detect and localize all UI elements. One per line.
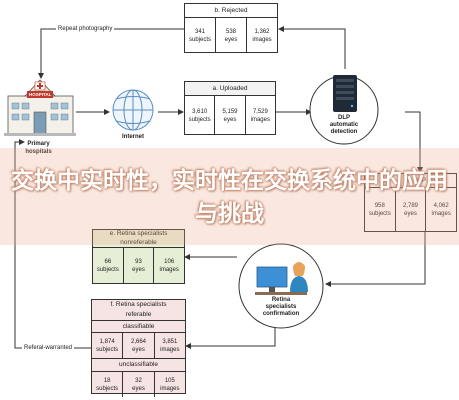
rejected-subjects-unit: subjects: [188, 36, 211, 43]
classifiable-subjects-unit: subjects: [96, 346, 119, 353]
dlp-result-eyes-unit: eyes: [404, 211, 417, 217]
dlp-result-subjects-unit: subjects: [368, 211, 391, 217]
classifiable-eyes-value: 2,664: [130, 338, 146, 345]
flow-line-dlp-to-result: [405, 111, 423, 173]
nonreferable-subjects-unit: subjects: [96, 266, 119, 273]
uploaded-subjects: 3,610 subjects: [185, 96, 216, 135]
dlp-result-images-value: 4,062: [433, 203, 449, 209]
rejected-subjects-value: 341: [194, 28, 205, 35]
dlp-label: DLP automatic detection: [329, 115, 359, 135]
flow-line-confirmation-to-referable: [185, 323, 276, 349]
uploaded-eyes-unit: eyes: [223, 116, 237, 123]
nonreferable-box: e. Retina specialists nonreferable 66 su…: [92, 229, 185, 284]
dlp-result-box: c. DLP 958 subjects 2,789 eyes 4,062 ima…: [364, 173, 457, 232]
flow-line-result-to-confirmation: [325, 232, 426, 287]
unclassifiable-eyes-value: 32: [135, 377, 142, 384]
unclassifiable-images-unit: images: [160, 385, 180, 392]
classifiable-eyes: 2,664 eyes: [123, 333, 155, 358]
hospital-sign: HOSPITAL: [29, 92, 52, 97]
rejected-images: 1,362 images: [247, 18, 277, 53]
classifiable-subjects-value: 1,874: [99, 338, 115, 345]
unclassifiable-eyes: 32 eyes: [123, 372, 155, 397]
unclassifiable-images-value: 105: [164, 377, 175, 384]
primary-hospitals-label: Primary hospitals: [25, 141, 52, 155]
classifiable-images-unit: images: [160, 346, 180, 353]
classifiable-images: 3,851 images: [155, 333, 185, 358]
nonreferable-images-unit: images: [159, 266, 179, 273]
internet-globe-icon: [112, 89, 154, 131]
unclassifiable-eyes-unit: eyes: [132, 385, 145, 392]
unclassifiable-subjects-unit: subjects: [96, 385, 119, 392]
retina-confirmation-label: Retina specialists confirmation: [262, 297, 300, 317]
dlp-result-eyes-value: 2,789: [403, 203, 419, 209]
dlp-result-eyes: 2,789 eyes: [396, 188, 427, 232]
unclassifiable-subjects: 18 subjects: [92, 372, 124, 397]
rejected-images-value: 1,362: [254, 28, 270, 35]
rejected-subjects: 341 subjects: [185, 18, 216, 53]
uploaded-images-value: 7,529: [252, 108, 268, 115]
repeat-photography-label: Repeat photography: [56, 26, 115, 32]
hospital-icon: [4, 79, 76, 136]
classifiable-eyes-unit: eyes: [132, 346, 145, 353]
uploaded-subjects-value: 3,610: [192, 108, 208, 115]
uploaded-box: a. Uploaded 3,610 subjects 5,159 eyes 7,…: [184, 81, 276, 135]
nonreferable-eyes-unit: eyes: [132, 266, 145, 273]
rejected-eyes: 538 eyes: [216, 18, 247, 53]
retina-specialist-icon: [238, 243, 324, 329]
rejected-images-unit: images: [252, 36, 272, 43]
nonreferable-eyes-value: 93: [135, 258, 142, 265]
flow-line-rejected-to-hospital: [38, 28, 184, 79]
dlp-result-box-title: c. DLP: [365, 174, 456, 188]
referable-box-subtitle: referable: [92, 310, 185, 321]
referral-warranted-label: Referal-warranted: [22, 345, 75, 351]
overlay-banner: [0, 148, 459, 245]
dlp-result-images-unit: images: [431, 211, 451, 217]
uploaded-eyes: 5,159 eyes: [215, 96, 246, 135]
nonreferable-subjects: 66 subjects: [93, 248, 124, 283]
dlp-server-icon: [309, 75, 379, 145]
classifiable-subjects: 1,874 subjects: [92, 333, 124, 358]
referable-box-title: f. Retina specialists: [110, 301, 167, 308]
nonreferable-images: 106 images: [154, 248, 184, 283]
nonreferable-box-title: e. Retina specialists: [109, 230, 168, 237]
classifiable-images-value: 3,851: [162, 338, 178, 345]
uploaded-subjects-unit: subjects: [188, 116, 211, 123]
rejected-box-title: b. Rejected: [185, 4, 277, 18]
unclassifiable-images: 105 images: [155, 372, 185, 397]
classifiable-label: classifiable: [92, 321, 185, 333]
uploaded-eyes-value: 5,159: [222, 108, 238, 115]
rejected-box: b. Rejected 341 subjects 538 eyes 1,362 …: [184, 3, 278, 53]
dlp-result-images: 4,062 images: [426, 188, 456, 232]
uploaded-images: 7,529 images: [246, 96, 275, 135]
internet-label: Internet: [122, 134, 145, 140]
unclassifiable-label: unclassifiable: [92, 359, 185, 372]
nonreferable-images-value: 106: [164, 258, 175, 265]
nonreferable-eyes: 93 eyes: [124, 248, 155, 283]
flow-line-dlp-to-rejected: [278, 26, 346, 69]
dlp-result-subjects: 958 subjects: [365, 188, 396, 232]
uploaded-box-title: a. Uploaded: [185, 82, 275, 96]
nonreferable-subjects-value: 66: [104, 258, 112, 265]
overlay-title: 交换中实时性，实时性在交换系统中的应用与挑战: [11, 168, 448, 227]
rejected-eyes-unit: eyes: [224, 36, 238, 43]
referable-box: f. Retina specialists referable classifi…: [91, 299, 186, 397]
dlp-result-subjects-value: 958: [374, 203, 385, 209]
unclassifiable-subjects-value: 18: [103, 377, 111, 384]
rejected-eyes-value: 538: [225, 28, 236, 35]
uploaded-images-unit: images: [250, 116, 270, 123]
nonreferable-box-subtitle: nonreferable: [93, 238, 184, 248]
